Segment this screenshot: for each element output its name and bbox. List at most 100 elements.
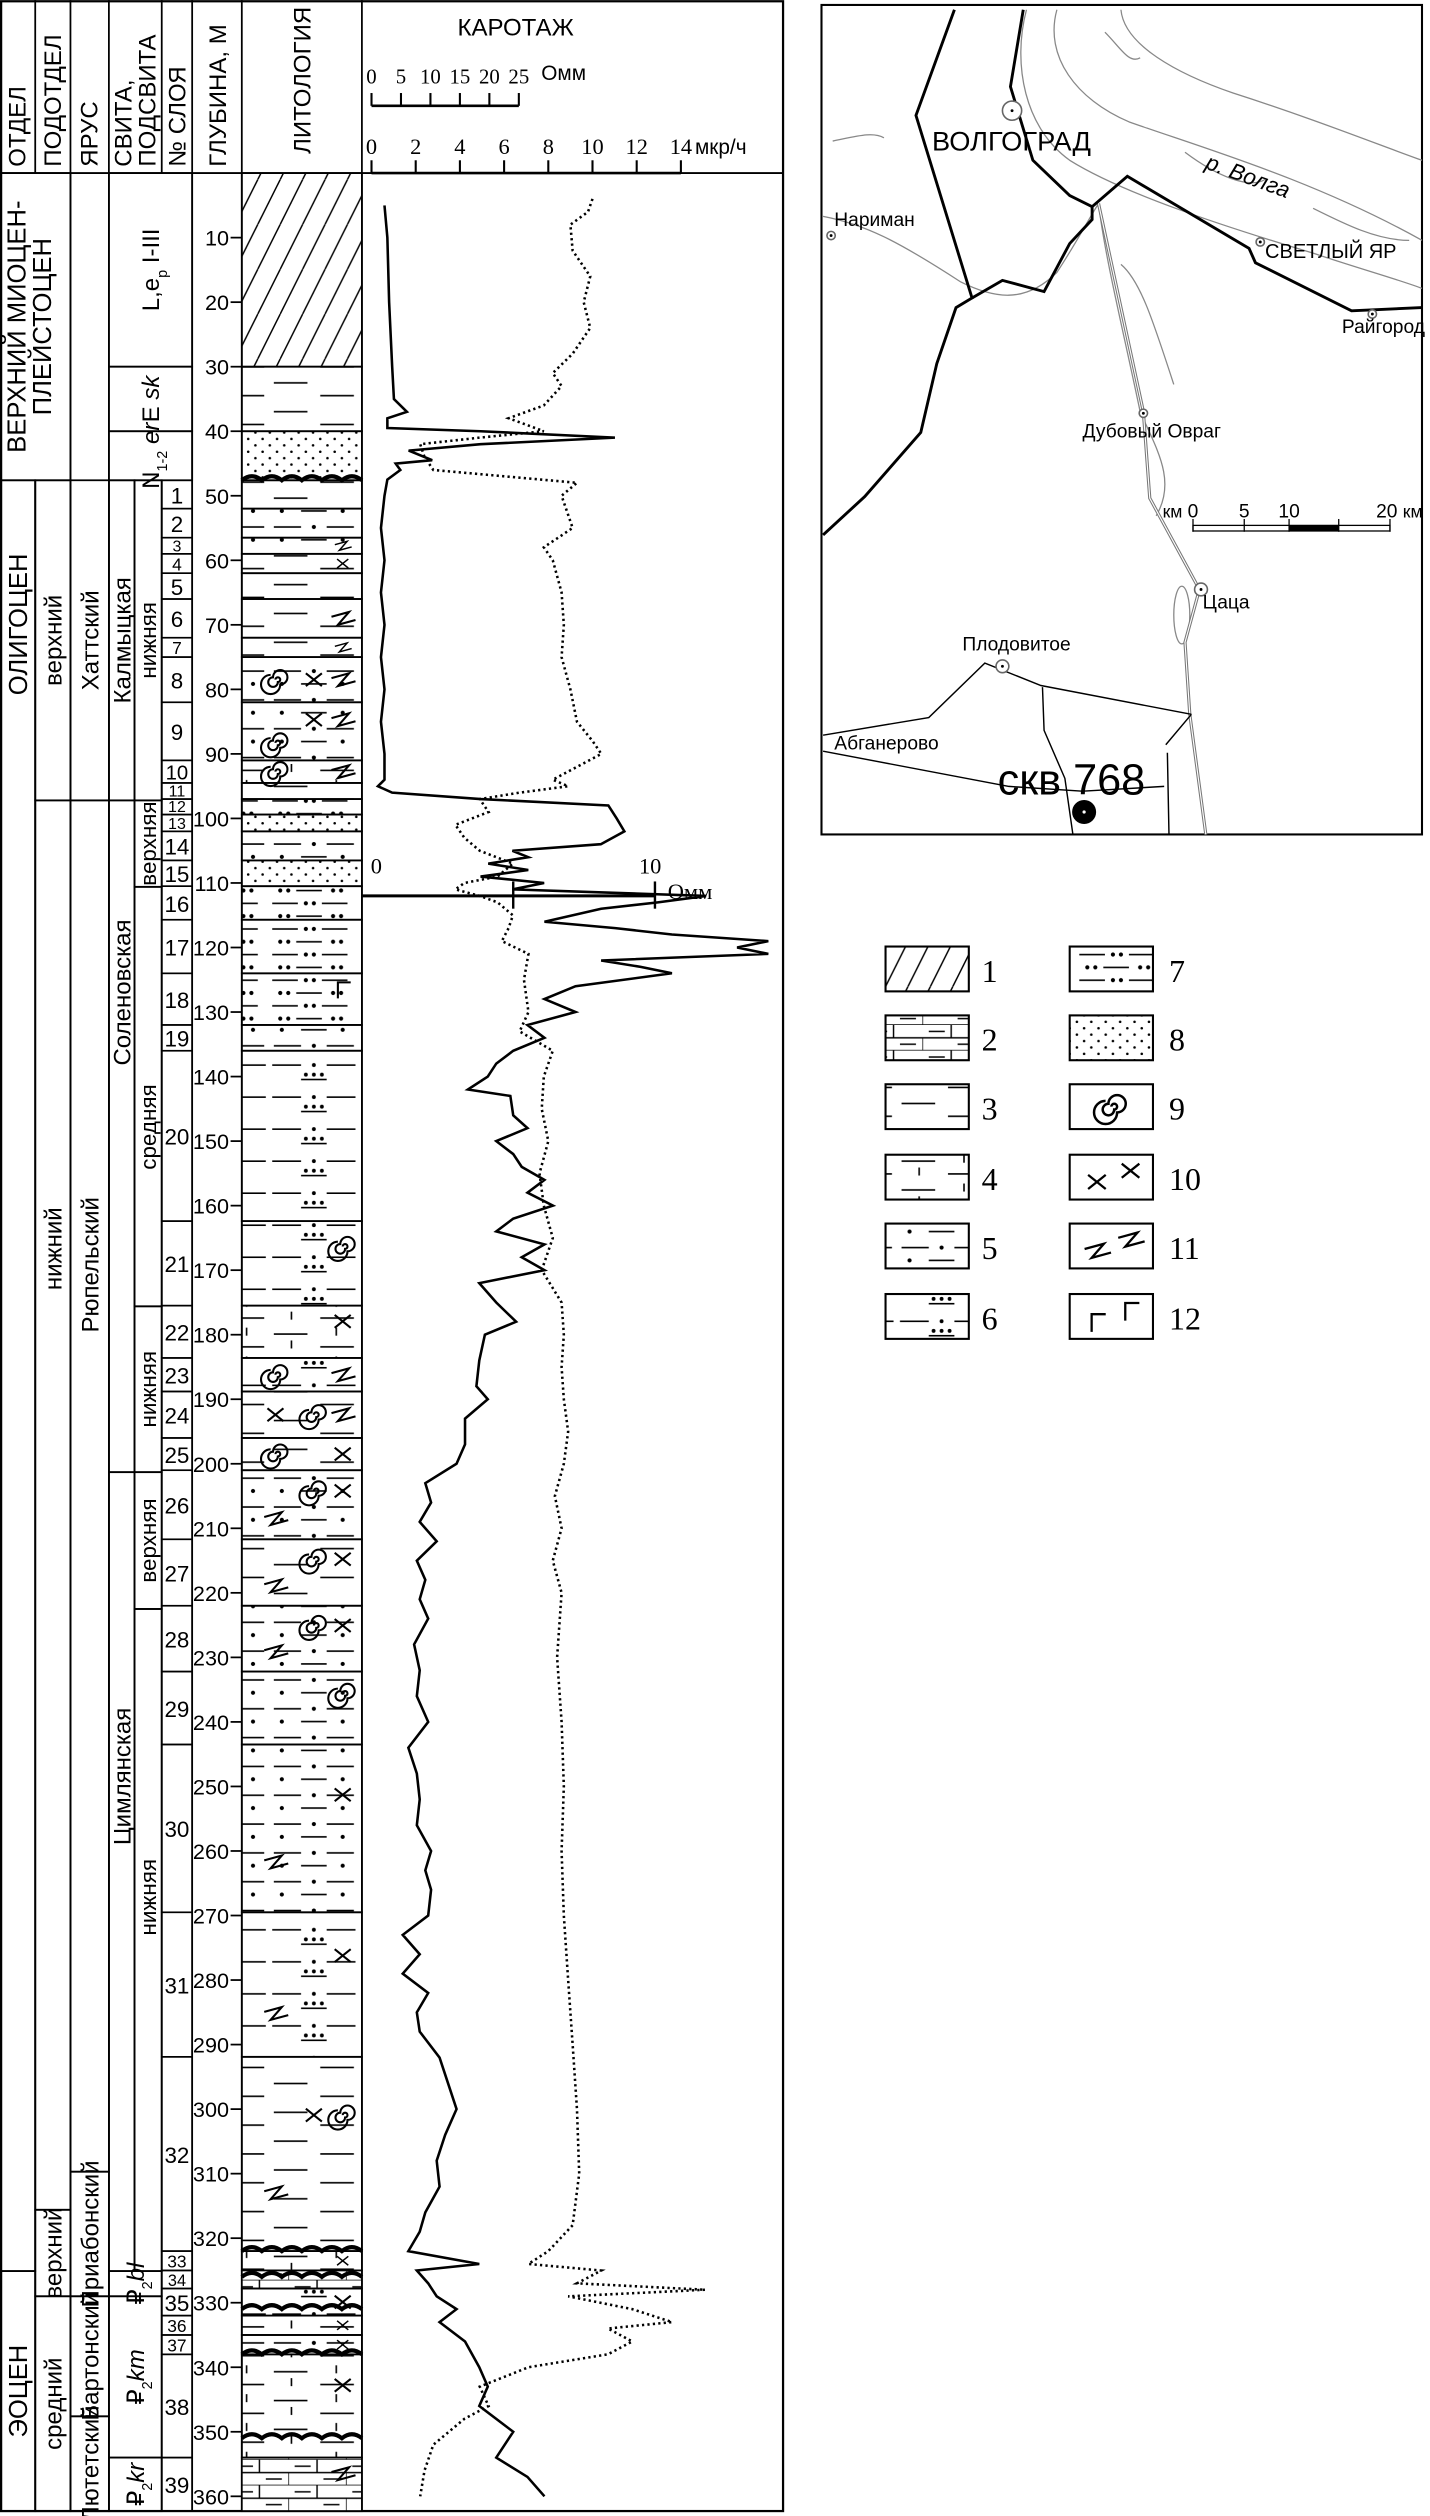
map-place-label: Нариман bbox=[834, 210, 914, 231]
podsvita-label: средняя bbox=[136, 1084, 161, 1169]
otdel-label: ОЛИГОЦЕН bbox=[5, 554, 33, 696]
lithology-layer bbox=[240, 479, 363, 510]
fossil-spiral-icon bbox=[327, 1682, 356, 1709]
depth-label: 90 bbox=[205, 742, 229, 767]
legend-item: 8 bbox=[1068, 1014, 1185, 1062]
label-part: 2 bbox=[140, 2281, 156, 2289]
legend-number: 6 bbox=[982, 1300, 998, 1336]
cross-icon bbox=[334, 2378, 352, 2393]
yarus-label: Приабонский bbox=[77, 2160, 104, 2307]
label-part: km bbox=[123, 2349, 150, 2381]
legend-swatch bbox=[1068, 1014, 1155, 1062]
depth-label: 250 bbox=[193, 1774, 229, 1799]
header-layer-number: № СЛОЯ bbox=[165, 66, 192, 166]
scale-tick-label: 5 bbox=[1239, 501, 1250, 522]
legend-item: 2 bbox=[884, 1014, 998, 1062]
cross-icon bbox=[305, 712, 323, 727]
header-podsvita: ПОДСВИТА bbox=[134, 34, 161, 166]
zigzag-icon bbox=[1117, 1230, 1145, 1249]
label-part: Цимлянская bbox=[109, 1708, 136, 1845]
fossil-spiral-icon bbox=[327, 2104, 356, 2131]
legend-swatch bbox=[1068, 1292, 1155, 1340]
map-city-label: ВОЛГОГРАД bbox=[932, 126, 1091, 157]
legend-item: 12 bbox=[1068, 1292, 1201, 1340]
lithology-layer bbox=[240, 885, 363, 921]
lithology-layer bbox=[240, 782, 363, 800]
layer-number: 10 bbox=[166, 763, 189, 785]
fossil-spiral-icon bbox=[259, 669, 289, 696]
map-place-label: Плодовитое bbox=[962, 634, 1070, 655]
lithology-layer bbox=[240, 1604, 363, 1673]
podsvita-label: нижняя bbox=[136, 1859, 161, 1936]
unconformity-line bbox=[240, 2245, 364, 2254]
lithology-layer bbox=[240, 813, 363, 833]
legend-swatch bbox=[884, 1222, 970, 1270]
legend-number: 1 bbox=[982, 953, 998, 989]
otdel-cell bbox=[0, 479, 37, 2272]
yarus-label: Лютетский bbox=[77, 2405, 104, 2516]
corner-icon bbox=[1090, 1313, 1106, 1332]
podsvita-label: нижняя bbox=[136, 602, 161, 679]
svita-label: Цимлянская bbox=[109, 1708, 136, 1845]
zigzag-icon bbox=[331, 671, 356, 689]
depth-label: 150 bbox=[193, 1129, 229, 1154]
roads bbox=[822, 9, 1423, 537]
depth-label: 240 bbox=[193, 1710, 229, 1735]
legend-swatch bbox=[1068, 1153, 1155, 1201]
label-part: ₽ bbox=[123, 2389, 150, 2404]
cross-icon bbox=[336, 558, 349, 569]
yarus-label: Бартонский bbox=[77, 2292, 104, 2421]
depth-label: 350 bbox=[193, 2420, 229, 2445]
ohm-tick-label: 5 bbox=[396, 64, 406, 88]
header-yarus: ЯРУС bbox=[77, 101, 104, 166]
legend-item: 10 bbox=[1068, 1153, 1201, 1201]
legend-number: 10 bbox=[1169, 1161, 1201, 1197]
layer-number: 13 bbox=[168, 816, 186, 833]
depth-label: 130 bbox=[193, 1000, 229, 1025]
cross-icon bbox=[305, 672, 323, 687]
unconformity-line bbox=[240, 2303, 364, 2312]
fossil-spiral-icon bbox=[298, 1404, 327, 1431]
depth-label: 210 bbox=[193, 1516, 229, 1541]
ohm-tick-label: 25 bbox=[508, 64, 529, 88]
header-logging: КАРОТАЖ bbox=[458, 14, 574, 41]
depth-label: 40 bbox=[205, 419, 229, 444]
label-part: Калмыцкая bbox=[109, 577, 136, 703]
fossil-spiral-icon bbox=[259, 1443, 289, 1470]
lithology-layer bbox=[240, 572, 363, 600]
zigzag-icon bbox=[331, 711, 356, 729]
fossil-spiral-icon bbox=[298, 1614, 327, 1641]
depth-label: 280 bbox=[193, 1968, 229, 1993]
lithology-layer bbox=[240, 798, 363, 816]
gamma-unit: мкр/ч bbox=[695, 136, 747, 159]
label-part: 1-2 bbox=[155, 451, 171, 472]
otdel-label: ВЕРХНИЙ МИОЦЕН- bbox=[2, 201, 32, 453]
legend-item: 5 bbox=[884, 1222, 998, 1270]
layer-number: 25 bbox=[164, 1443, 189, 1468]
legend-number: 4 bbox=[982, 1161, 998, 1197]
header-depth: ГЛУБИНА, М bbox=[205, 24, 232, 166]
layer-number: 34 bbox=[168, 2272, 186, 2290]
lithology-layer bbox=[240, 1024, 363, 1052]
depth-label: 70 bbox=[205, 613, 229, 638]
legend-swatch bbox=[884, 1292, 970, 1340]
ohm-tick-label: 0 bbox=[366, 64, 376, 88]
scale-tick-label: 20 bbox=[1376, 501, 1397, 522]
resistivity-curve bbox=[375, 205, 769, 2498]
lithology-layer bbox=[240, 1304, 363, 1359]
podotdel-label: верхний bbox=[40, 595, 67, 686]
podsvita-label: верхняя bbox=[136, 802, 161, 886]
svita-label: E sk bbox=[138, 374, 165, 423]
local-roads bbox=[822, 662, 1192, 835]
depth-label: 340 bbox=[193, 2355, 229, 2380]
cross-icon bbox=[266, 1407, 285, 1422]
legend-number: 7 bbox=[1169, 953, 1185, 989]
scale-unit: км bbox=[1403, 501, 1423, 521]
podsvita-cell bbox=[133, 1608, 163, 2272]
header-svita: СВИТА, bbox=[110, 79, 137, 166]
zigzag-icon bbox=[263, 1510, 289, 1527]
svita-label: Калмыцкая bbox=[109, 577, 136, 703]
